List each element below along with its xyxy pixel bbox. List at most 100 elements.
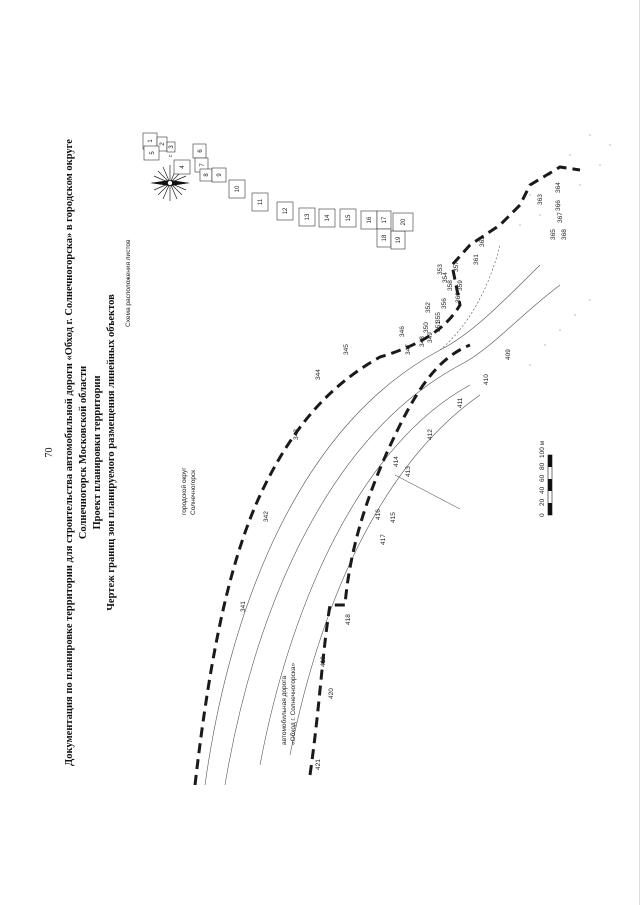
point-413: 413 (405, 466, 412, 477)
terrain-stipple (519, 134, 611, 366)
point-360: 360 (455, 292, 462, 303)
point-345: 345 (343, 344, 350, 355)
sheet-cell-12: 12 (276, 201, 294, 221)
point-356: 356 (441, 298, 448, 309)
road-label-line-1: автомобильная дорога (280, 676, 288, 745)
point-342: 342 (263, 511, 270, 522)
point-357: 357 (453, 261, 460, 272)
svg-text:3: 3 (169, 145, 175, 149)
svg-text:7: 7 (200, 163, 206, 167)
point-421: 421 (315, 759, 322, 770)
road-corridor (204, 244, 561, 786)
sheet-cell-13: 13 (298, 207, 316, 227)
point-416: 416 (375, 509, 382, 520)
point-409: 409 (505, 349, 512, 360)
compass-rose-icon: с (150, 154, 190, 201)
sheet-layout-inset: Схема расположения листов (125, 132, 414, 327)
sheet-cell-15: 15 (339, 208, 357, 228)
svg-text:6: 6 (198, 149, 204, 153)
svg-text:с: с (168, 154, 174, 157)
district-label-line-2: Солнечногорск (190, 470, 197, 515)
sheet-cell-14: 14 (318, 208, 336, 228)
point-352: 352 (425, 302, 432, 313)
point-367: 367 (557, 212, 564, 223)
upper-boundary-line (193, 165, 581, 786)
sheet-cell-11: 11 (251, 192, 269, 212)
district-label-line-1: городской округ (180, 467, 188, 515)
point-410: 410 (483, 374, 490, 385)
point-365: 365 (550, 229, 557, 240)
sheet-cell-16: 16 (360, 210, 378, 230)
svg-text:18: 18 (382, 234, 388, 241)
point-364: 364 (555, 182, 562, 193)
point-418: 418 (345, 614, 352, 625)
lower-boundary-line (308, 343, 471, 776)
sheet-cell-8: 8 (199, 168, 213, 182)
svg-text:80: 80 (539, 462, 546, 470)
svg-text:2: 2 (160, 142, 166, 146)
sheet-cell-5: 5 (143, 145, 160, 161)
sheet-cell-3: 3 (166, 141, 176, 153)
svg-text:5: 5 (150, 151, 156, 155)
svg-text:16: 16 (367, 216, 373, 223)
sheet-cell-4: 4 (173, 159, 191, 175)
point-362: 362 (479, 236, 486, 247)
point-412: 412 (427, 429, 434, 440)
point-368: 368 (561, 229, 568, 240)
svg-text:40: 40 (539, 486, 546, 494)
svg-text:8: 8 (204, 173, 210, 177)
lower-point-labels: 409 410 411 412 413 414 415 416 417 418 … (315, 349, 512, 770)
point-347: 347 (405, 344, 412, 355)
point-349: 349 (427, 332, 434, 343)
sheet-cell-19: 19 (390, 230, 406, 250)
point-411: 411 (457, 397, 464, 408)
point-350: 350 (423, 322, 430, 333)
sheet-cell-17: 17 (376, 210, 392, 230)
point-359: 359 (457, 280, 464, 291)
point-344: 344 (315, 369, 322, 380)
point-415: 415 (390, 512, 397, 523)
point-361: 361 (473, 254, 480, 265)
svg-text:11: 11 (258, 198, 264, 205)
point-355: 355 (435, 312, 442, 323)
point-358: 358 (447, 280, 454, 291)
sheet-cell-20: 20 (392, 212, 414, 232)
point-366: 366 (555, 200, 562, 211)
svg-text:4: 4 (180, 165, 186, 169)
svg-text:14: 14 (325, 214, 331, 221)
svg-text:19: 19 (396, 236, 402, 243)
point-346: 346 (399, 326, 406, 337)
svg-text:17: 17 (382, 216, 388, 223)
sheet-cell-6: 6 (192, 143, 207, 159)
sheet-cell-9: 9 (211, 167, 227, 183)
svg-text:20: 20 (401, 218, 407, 225)
svg-text:60: 60 (539, 474, 546, 482)
scale-bar: 0 20 40 60 80 100 м (539, 440, 553, 517)
svg-text:0: 0 (539, 513, 546, 517)
svg-text:20: 20 (539, 498, 546, 506)
svg-text:1: 1 (148, 139, 154, 143)
point-354: 354 (442, 272, 449, 283)
point-353: 353 (437, 264, 444, 275)
sheet-cell-10: 10 (228, 179, 246, 199)
sheet-cell-18: 18 (376, 228, 392, 248)
svg-text:13: 13 (305, 213, 311, 220)
point-420: 420 (328, 688, 335, 699)
svg-text:15: 15 (346, 214, 352, 221)
road-label-line-2: «Обход г. Солнечногорска» (289, 663, 297, 745)
svg-text:9: 9 (217, 173, 223, 177)
point-348: 348 (419, 336, 426, 347)
svg-text:100 м: 100 м (539, 440, 546, 458)
point-417: 417 (380, 534, 387, 545)
point-419: 419 (320, 656, 327, 667)
point-414: 414 (393, 456, 400, 467)
svg-text:12: 12 (283, 207, 289, 214)
point-343: 343 (293, 429, 300, 440)
point-341: 341 (240, 601, 247, 612)
upper-point-labels: 341 342 343 344 345 346 347 348 349 350 … (240, 182, 568, 612)
point-351: 351 (435, 321, 442, 332)
svg-text:10: 10 (235, 185, 241, 192)
